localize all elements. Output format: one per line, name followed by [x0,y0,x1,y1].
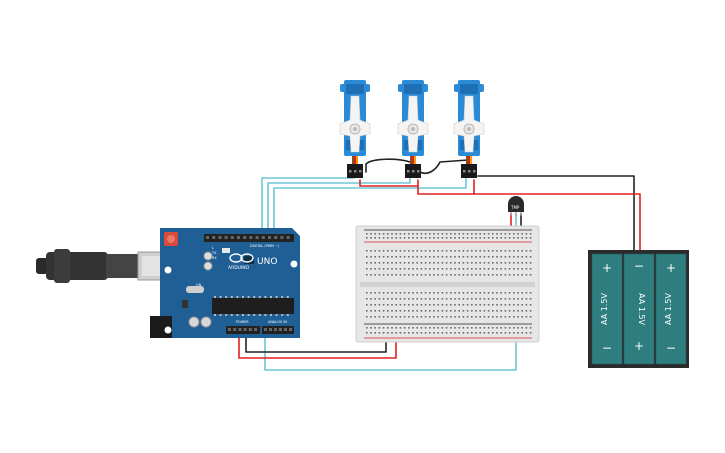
wire-ground-servo-2-3[interactable] [419,159,469,175]
mounting-hole [290,260,298,268]
wire-arduino-5v[interactable] [238,333,397,359]
wire-signal-servo-2[interactable] [267,173,411,235]
tmp-sensor[interactable]: TMP [508,196,524,216]
tmp-label: TMP [510,205,520,210]
mounting-hole [164,326,172,334]
battery-cell-2[interactable]: + − AA 1.5V [623,253,655,365]
servo-motor-2[interactable] [397,80,429,178]
analog-label: ANALOG IN [268,320,287,324]
cell-minus-label: − [602,341,612,355]
mounting-hole [164,266,172,274]
digital-label: DIGITAL (PWM ~) [250,244,280,248]
wire-signal-servo-3[interactable] [273,173,467,235]
arduino-model-text: UNO [257,257,277,267]
power-header[interactable] [226,326,260,334]
cell-minus-label: − [666,341,676,355]
cell-voltage-label: AA 1.5V [600,293,609,325]
analog-header[interactable] [262,326,294,334]
servo-motor-3[interactable] [453,80,485,178]
cell-plus-label: + [666,261,676,275]
rx-label: RX [212,256,217,260]
l-label: L [212,246,214,250]
atmega-chip [212,298,294,314]
battery-cell-1[interactable]: + − AA 1.5V [591,253,623,365]
arduino-uno-board[interactable]: ARDUINO UNO DIGITAL (PWM ~) TX RX L ON P… [150,228,300,338]
power-label: POWER [236,320,249,324]
wire-arduino-gnd[interactable] [245,333,387,353]
on-label: ON [196,283,202,287]
cell-voltage-label: AA 1.5V [637,293,646,325]
battery-cell-3[interactable]: + − AA 1.5V [655,253,687,365]
usb-cable[interactable] [36,249,179,283]
wire-power-servo-1-2[interactable] [359,179,419,187]
servo-motor-1[interactable] [339,80,371,178]
wire-ground-servo-1-2[interactable] [365,158,411,173]
digital-header[interactable] [204,234,294,242]
cell-plus-label: + [634,339,644,353]
wire-ground-battery[interactable] [477,175,635,251]
arduino-logo [229,253,254,263]
tx-label: TX [211,251,217,255]
cell-minus-label: − [634,259,644,273]
cell-voltage-label: AA 1.5V [664,293,673,325]
wire-power-battery[interactable] [473,193,641,251]
breadboard[interactable] [355,225,540,343]
battery-pack[interactable]: + − AA 1.5V + − AA 1.5V + − AA 1.5V [588,250,689,368]
wire-power-servo-2-3[interactable] [417,179,475,195]
cell-plus-label: + [602,261,612,275]
arduino-brand-text: ARDUINO [228,265,250,271]
